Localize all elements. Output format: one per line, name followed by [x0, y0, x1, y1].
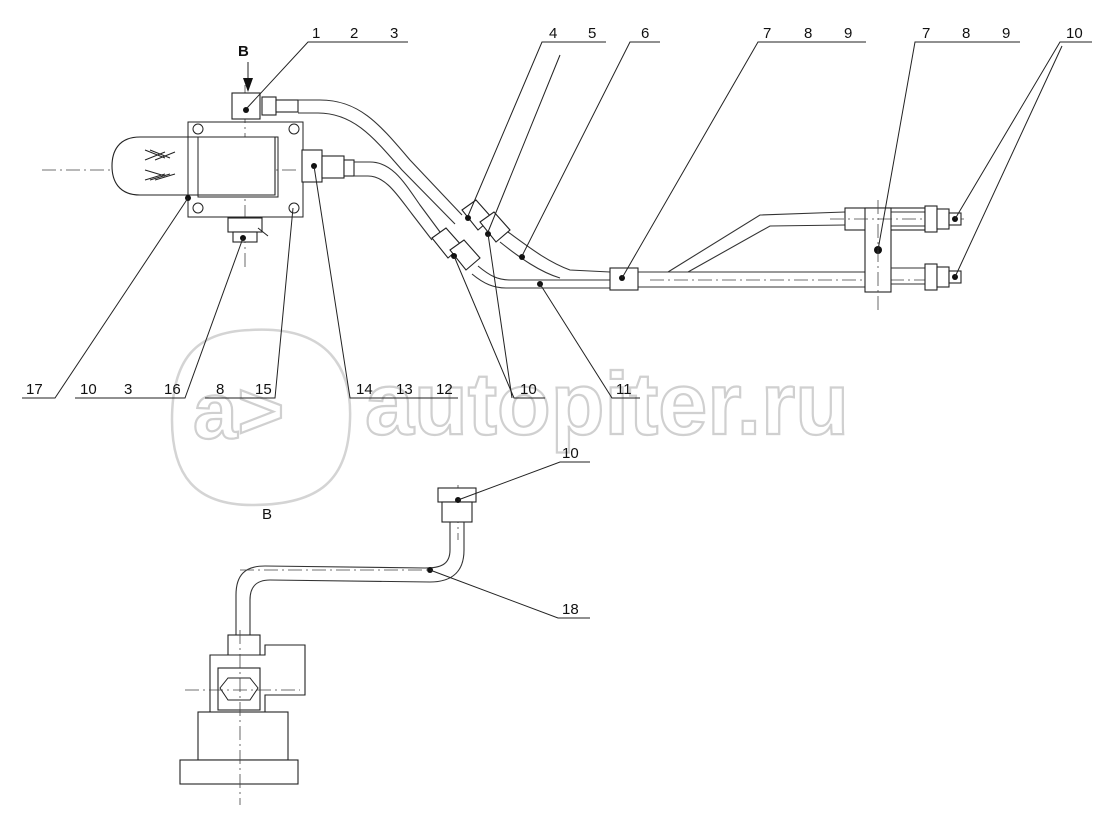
callout-2: 2 — [350, 25, 358, 42]
view-label: B — [262, 506, 272, 523]
valve-unit-top — [42, 85, 355, 270]
pipe-lines — [298, 99, 965, 310]
callout-4: 4 — [549, 25, 557, 42]
watermark-site-text: autopiter.ru — [365, 354, 849, 453]
callout-7b: 7 — [922, 25, 930, 42]
callout-16: 16 — [164, 381, 181, 398]
callout-8b: 8 — [962, 25, 970, 42]
union-upper — [461, 199, 511, 243]
callout-3: 3 — [390, 25, 398, 42]
callout-8a: 8 — [804, 25, 812, 42]
callout-3-left: 3 — [124, 381, 132, 398]
callout-10-bottom: 10 — [562, 445, 579, 462]
callout-12: 12 — [436, 381, 453, 398]
watermark-logo-shape — [170, 328, 352, 507]
callout-15: 15 — [255, 381, 272, 398]
callout-10-left: 10 — [80, 381, 97, 398]
callout-18: 18 — [562, 601, 579, 618]
callout-8-mid: 8 — [216, 381, 224, 398]
callout-labels: 1 2 3 4 5 6 7 8 9 7 8 9 10 17 10 3 16 8 … — [26, 25, 1083, 618]
view-marker: B B — [238, 43, 272, 523]
callout-1: 1 — [312, 25, 320, 42]
callout-7a: 7 — [763, 25, 771, 42]
callout-14: 14 — [356, 381, 373, 398]
callout-10-top: 10 — [1066, 25, 1083, 42]
callout-9b: 9 — [1002, 25, 1010, 42]
watermark: a> autopiter.ru — [170, 328, 850, 507]
view-b-assembly — [179, 485, 477, 805]
callout-11: 11 — [616, 381, 632, 398]
callout-13: 13 — [396, 381, 413, 398]
watermark-logo-text: a> — [193, 366, 284, 455]
callout-10-mid: 10 — [520, 381, 537, 398]
callout-9a: 9 — [844, 25, 852, 42]
leader-lines — [22, 41, 1092, 619]
callout-17: 17 — [26, 381, 43, 398]
view-arrow-label: B — [238, 43, 249, 60]
callout-6: 6 — [641, 25, 649, 42]
callout-5: 5 — [588, 25, 596, 42]
union-lower — [431, 227, 481, 271]
